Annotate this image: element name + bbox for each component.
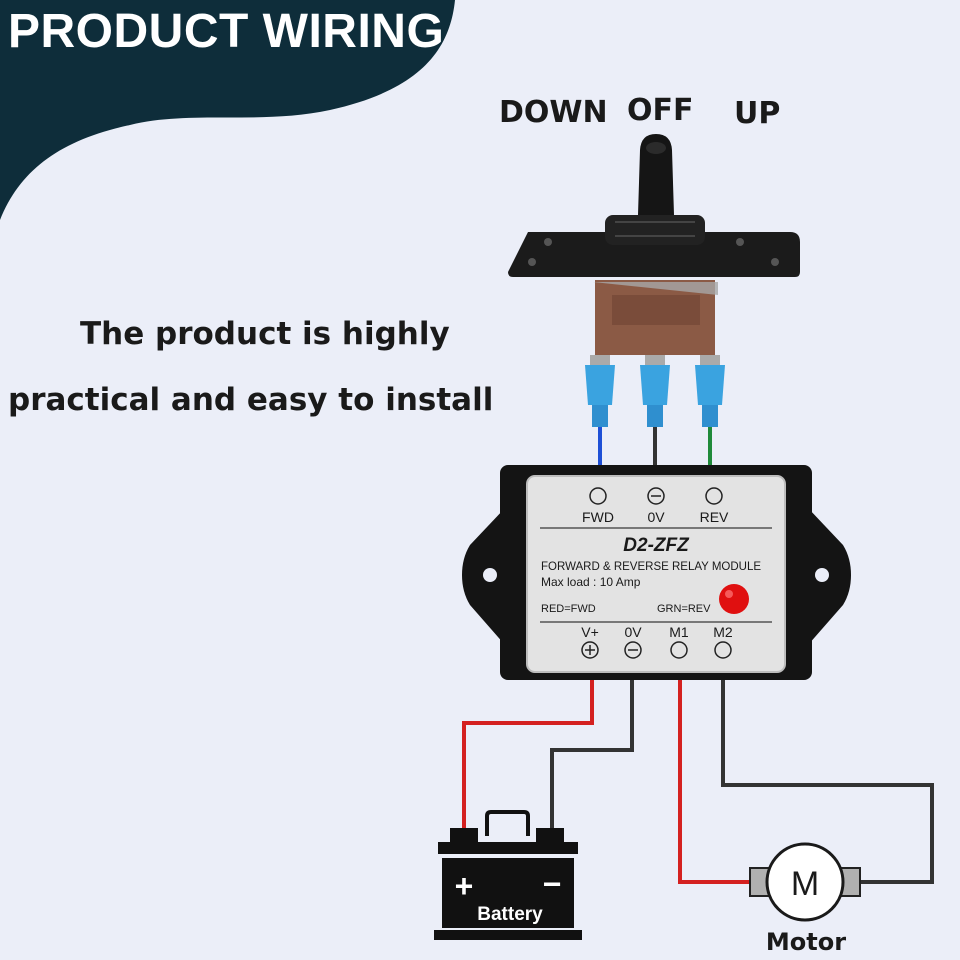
banner-background: [0, 0, 455, 220]
battery-label: Battery: [477, 904, 543, 925]
switch-nut: [605, 215, 705, 245]
terminal-fwd-icon: [589, 487, 607, 505]
terminal-0v-top-label: 0V: [647, 509, 665, 525]
terminal-0v-bottom-icon: [624, 641, 642, 659]
module-green-note: GRN=REV: [657, 603, 711, 615]
switch-position-down: DOWN: [499, 95, 608, 130]
wire-red-battery: [462, 680, 594, 828]
switch-terminals: [585, 355, 725, 427]
motor-label: Motor: [766, 928, 846, 956]
module-red-note: RED=FWD: [541, 603, 596, 615]
motor-icon: M Motor: [749, 842, 861, 956]
motor-symbol: M: [791, 865, 819, 903]
relay-module: FWD 0V REV D2-ZFZ FORWARD & REVERSE RELA…: [462, 465, 851, 680]
switch-position-up: UP: [734, 96, 781, 131]
toggle-switch: [508, 134, 800, 427]
battery-minus: −: [543, 866, 562, 902]
switch-handle: [638, 134, 674, 215]
wire-black-battery: [550, 680, 634, 828]
wire-red-motor: [678, 680, 760, 884]
module-max-load: Max load : 10 Amp: [541, 575, 641, 589]
terminal-fwd-label: FWD: [582, 509, 614, 525]
terminal-vplus-label: V+: [581, 624, 599, 640]
terminal-m1-label: M1: [669, 624, 689, 640]
terminal-m2-icon: [714, 641, 732, 659]
wire-black-motor: [721, 680, 934, 884]
switch-plate: [508, 232, 800, 277]
tagline-line-1: The product is highly: [80, 316, 450, 352]
battery-plus: +: [455, 868, 474, 904]
status-led: [719, 584, 749, 614]
module-model: D2-ZFZ: [623, 535, 690, 556]
terminal-0v-bottom-label: 0V: [624, 624, 642, 640]
terminal-rev-label: REV: [700, 509, 729, 525]
switch-position-off: OFF: [627, 93, 694, 128]
wires: [462, 425, 934, 884]
module-flange-right: [808, 508, 851, 645]
terminal-rev-icon: [705, 487, 723, 505]
banner-title: PRODUCT WIRING: [8, 5, 445, 58]
mount-hole-left: [483, 568, 497, 582]
battery-icon: + − Battery: [434, 810, 582, 940]
terminal-m2-label: M2: [713, 624, 733, 640]
terminal-0v-top-icon: [647, 487, 665, 505]
tagline-line-2: practical and easy to install: [8, 382, 494, 418]
module-description: FORWARD & REVERSE RELAY MODULE: [541, 561, 761, 573]
terminal-vplus-icon: [581, 641, 599, 659]
mount-hole-right: [815, 568, 829, 582]
module-label-panel: [526, 475, 786, 673]
terminal-m1-icon: [670, 641, 688, 659]
